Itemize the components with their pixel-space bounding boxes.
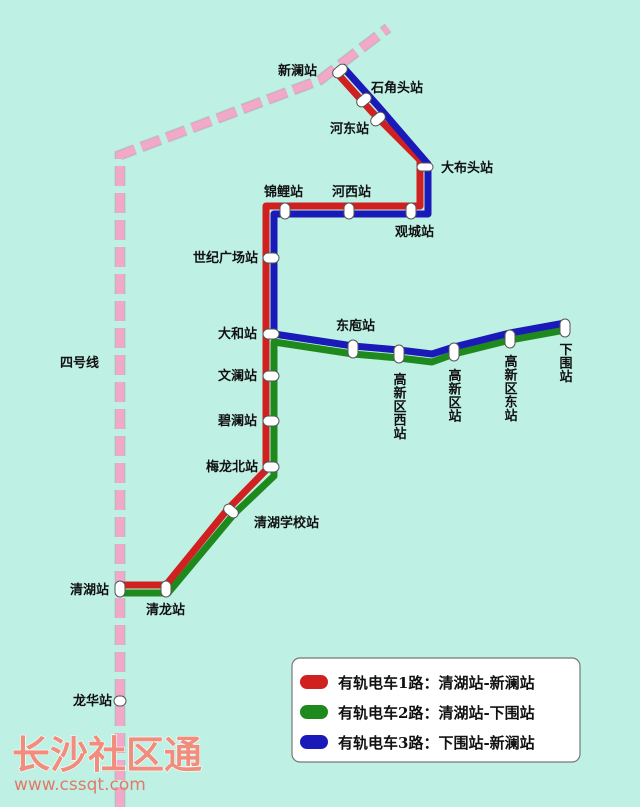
station-label-bilan: 碧澜站	[217, 413, 257, 429]
station-label-meilongbei: 梅龙北站	[206, 459, 258, 475]
station-label-donghu: 东庖站	[336, 318, 375, 334]
route1-line	[122, 69, 424, 589]
watermark: 长沙社区通 www.cssqt.com	[11, 732, 202, 795]
station-marker-xiawei[interactable]	[559, 318, 571, 338]
station-marker-donghu[interactable]	[347, 339, 359, 359]
station-label-gaoxinqu: 高新区站	[448, 368, 461, 425]
station-marker-qinghuxuexiao[interactable]	[222, 502, 241, 520]
station-marker-jinli[interactable]	[279, 202, 291, 220]
station-marker-meilongbei[interactable]	[262, 461, 280, 473]
station-marker-bilan[interactable]	[262, 415, 280, 427]
station-label-dabutou: 大布头站	[441, 160, 493, 176]
station-marker-hexi[interactable]	[343, 202, 355, 220]
station-label-shiji: 世纪广场站	[193, 250, 258, 266]
legend-label-route2: 有轨电车2路：清湖站-下围站	[338, 704, 535, 722]
station-label-xiawei: 下围站	[559, 343, 572, 385]
station-label-gaoxindong: 高新区东站	[504, 354, 517, 424]
station-label-longhua: 龙华站	[73, 693, 112, 709]
station-marker-shiji[interactable]	[262, 252, 280, 264]
station-marker-qinghu[interactable]	[114, 580, 126, 598]
station-marker-gaoxindong[interactable]	[504, 329, 516, 349]
station-label-hexi: 河西站	[332, 184, 371, 200]
station-label-wenlan: 文澜站	[218, 368, 257, 384]
legend: 有轨电车1路：清湖站-新澜站 有轨电车2路：清湖站-下围站 有轨电车3路：下围站…	[291, 657, 581, 763]
station-label-jinli: 锦鲤站	[264, 184, 303, 200]
station-label-qinglong: 清龙站	[146, 602, 185, 618]
station-marker-dahe[interactable]	[262, 328, 280, 340]
legend-label-route1: 有轨电车1路：清湖站-新澜站	[338, 674, 535, 692]
watermark-title: 长沙社区通	[12, 733, 202, 777]
station-marker-qinglong[interactable]	[160, 580, 172, 598]
legend-swatch-route1	[300, 675, 328, 689]
station-marker-longhua[interactable]	[113, 695, 127, 707]
route3-line	[270, 63, 566, 358]
station-label-gaoxinxixi: 高新区西站	[393, 372, 406, 442]
legend-swatch-route3	[300, 735, 328, 749]
station-label-qinghu: 清湖站	[70, 582, 109, 598]
station-label-hedong: 河东站	[330, 121, 369, 137]
legend-swatch-route2	[300, 705, 328, 719]
station-label-xinlan: 新澜站	[278, 63, 317, 79]
line4-label: 四号线	[60, 355, 99, 371]
watermark-url: www.cssqt.com	[14, 775, 146, 795]
station-marker-guancheng[interactable]	[405, 202, 417, 220]
station-marker-shijiaotou[interactable]	[355, 91, 374, 109]
line4-route	[114, 23, 392, 807]
station-marker-gaoxinxixi[interactable]	[393, 344, 405, 364]
station-marker-gaoxinqu[interactable]	[448, 342, 460, 362]
station-label-qinghuxuexiao: 清湖学校站	[254, 515, 319, 531]
station-marker-dabutou[interactable]	[416, 162, 434, 172]
station-marker-hedong[interactable]	[369, 110, 388, 128]
station-label-dahe: 大和站	[218, 326, 257, 342]
station-label-guancheng: 观城站	[395, 224, 434, 240]
station-label-shijiaotou: 石角头站	[370, 80, 423, 96]
station-marker-xinlan[interactable]	[331, 62, 350, 80]
legend-label-route3: 有轨电车3路：下围站-新澜站	[338, 734, 535, 752]
station-marker-wenlan[interactable]	[262, 370, 280, 382]
